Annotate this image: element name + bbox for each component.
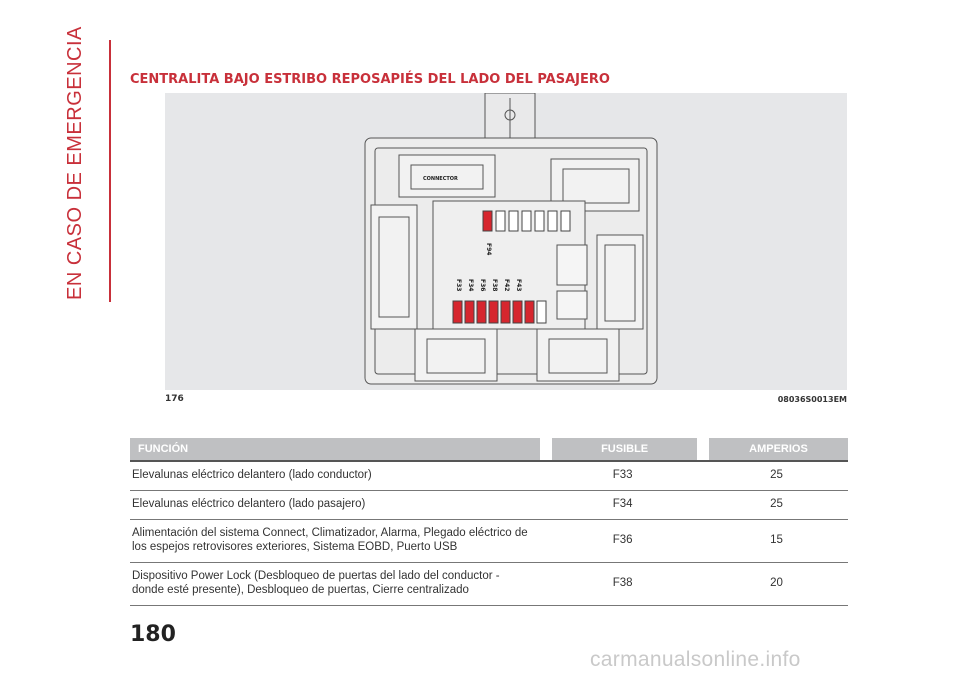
row-amperes: 20 (708, 562, 848, 606)
row-function: Elevalunas eléctrico delantero (lado con… (130, 461, 541, 491)
page-number: 180 (130, 622, 176, 647)
row-fuse: F36 (552, 519, 698, 563)
header-fuse: FUSIBLE (552, 438, 698, 462)
row-function: Alimentación del sistema Connect, Climat… (130, 519, 541, 563)
table-row: Alimentación del sistema Connect, Climat… (130, 519, 848, 563)
fuse-label-f34: F34 (467, 279, 474, 291)
fuse-box-diagram: F94 F33 F34 F36 F38 F42 F43 CONNECTOR (364, 93, 658, 385)
fuse-label-f94: F94 (485, 243, 492, 255)
row-amperes: 25 (708, 461, 848, 491)
fuse-label-f43: F43 (515, 279, 522, 291)
header-function: FUNCIÓN (130, 438, 541, 462)
figure-number: 176 (165, 394, 184, 404)
section-title: CENTRALITA BAJO ESTRIBO REPOSAPIÉS DEL L… (130, 72, 610, 87)
fuse-label-f36: F36 (479, 279, 486, 291)
row-function: Dispositivo Power Lock (Desbloqueo de pu… (130, 562, 541, 606)
fuse-label-f42: F42 (503, 279, 510, 291)
watermark[interactable]: carmanualsonline.info (590, 648, 801, 671)
row-fuse: F34 (552, 490, 698, 520)
table-row: Dispositivo Power Lock (Desbloqueo de pu… (130, 562, 848, 606)
row-fuse: F38 (552, 562, 698, 606)
fuse-label-f38: F38 (491, 279, 498, 291)
fuse-label-f33: F33 (455, 279, 462, 291)
fuse-table: FUNCIÓN FUSIBLE AMPERIOS Elevalunas eléc… (130, 438, 848, 606)
chapter-divider (109, 40, 111, 302)
row-amperes: 15 (708, 519, 848, 563)
connector-label: CONNECTOR (423, 176, 458, 182)
fuse-box-figure: F94 F33 F34 F36 F38 F42 F43 CONNECTOR (165, 93, 847, 390)
figure-code: 08036S0013EM (777, 395, 847, 404)
table-row: Elevalunas eléctrico delantero (lado con… (130, 461, 848, 491)
table-row: Elevalunas eléctrico delantero (lado pas… (130, 490, 848, 520)
row-function: Elevalunas eléctrico delantero (lado pas… (130, 490, 541, 520)
header-amperes: AMPERIOS (708, 438, 848, 462)
row-amperes: 25 (708, 490, 848, 520)
row-fuse: F33 (552, 461, 698, 491)
chapter-title: EN CASO DE EMERGENCIA (64, 26, 86, 300)
